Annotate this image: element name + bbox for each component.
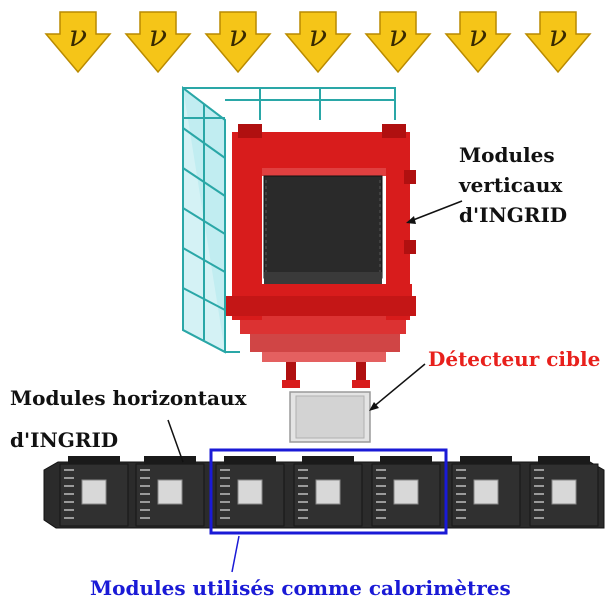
neutrino-arrow: [364, 11, 432, 74]
vertical-modules-label-line2: verticaux: [459, 173, 563, 197]
neutrino-arrow: [124, 11, 192, 74]
vertical-modules: [226, 124, 416, 388]
neutrino-symbol: ν: [309, 19, 327, 54]
calorimeter-pointer: [231, 535, 240, 573]
neutrino-symbol: ν: [229, 19, 247, 54]
horizontal-module: [371, 456, 441, 527]
cage-frame: [182, 85, 396, 354]
neutrino-arrow: [444, 11, 512, 74]
neutrino-arrow: [524, 11, 592, 74]
horizontal-module: [451, 456, 521, 527]
neutrino-arrow: [204, 11, 272, 74]
calorimeter-modules-label: Modules utilisés comme calorimètres: [90, 576, 511, 600]
target-detector-label: Détecteur cible: [428, 347, 601, 371]
horizontal-module: [135, 456, 205, 527]
horizontal-module: [529, 456, 599, 527]
horizontal-modules-label: Modules horizontaux d'INGRID: [10, 377, 246, 461]
vertical-modules-pointer: [407, 200, 463, 223]
neutrino-symbol: ν: [549, 19, 567, 54]
horizontal-modules-label-line1: Modules horizontaux: [10, 386, 247, 410]
target-detector-pointer-head: [369, 402, 379, 411]
horizontal-modules-label-line2: d'INGRID: [10, 428, 119, 452]
neutrino-symbol: ν: [469, 19, 487, 54]
vertical-modules-pointer-head: [406, 216, 416, 224]
horizontal-module: [59, 456, 129, 527]
neutrino-arrow: [284, 11, 352, 74]
neutrino-symbol: ν: [69, 19, 87, 54]
vertical-modules-label: Modules verticaux d'INGRID: [459, 140, 567, 230]
horizontal-modules-pointer: [167, 419, 184, 463]
neutrino-arrow: [44, 11, 112, 74]
horizontal-modules: [43, 456, 605, 529]
horizontal-module: [215, 456, 285, 527]
target-detector-pointer: [371, 363, 426, 409]
neutrino-symbol: ν: [149, 19, 167, 54]
vertical-modules-label-line1: Modules: [459, 143, 555, 167]
horizontal-module: [293, 456, 363, 527]
target-detector: [289, 391, 371, 443]
neutrino-symbol: ν: [389, 19, 407, 54]
vertical-modules-label-line3: d'INGRID: [459, 203, 568, 227]
calorimeter-highlight-box: [209, 448, 448, 535]
